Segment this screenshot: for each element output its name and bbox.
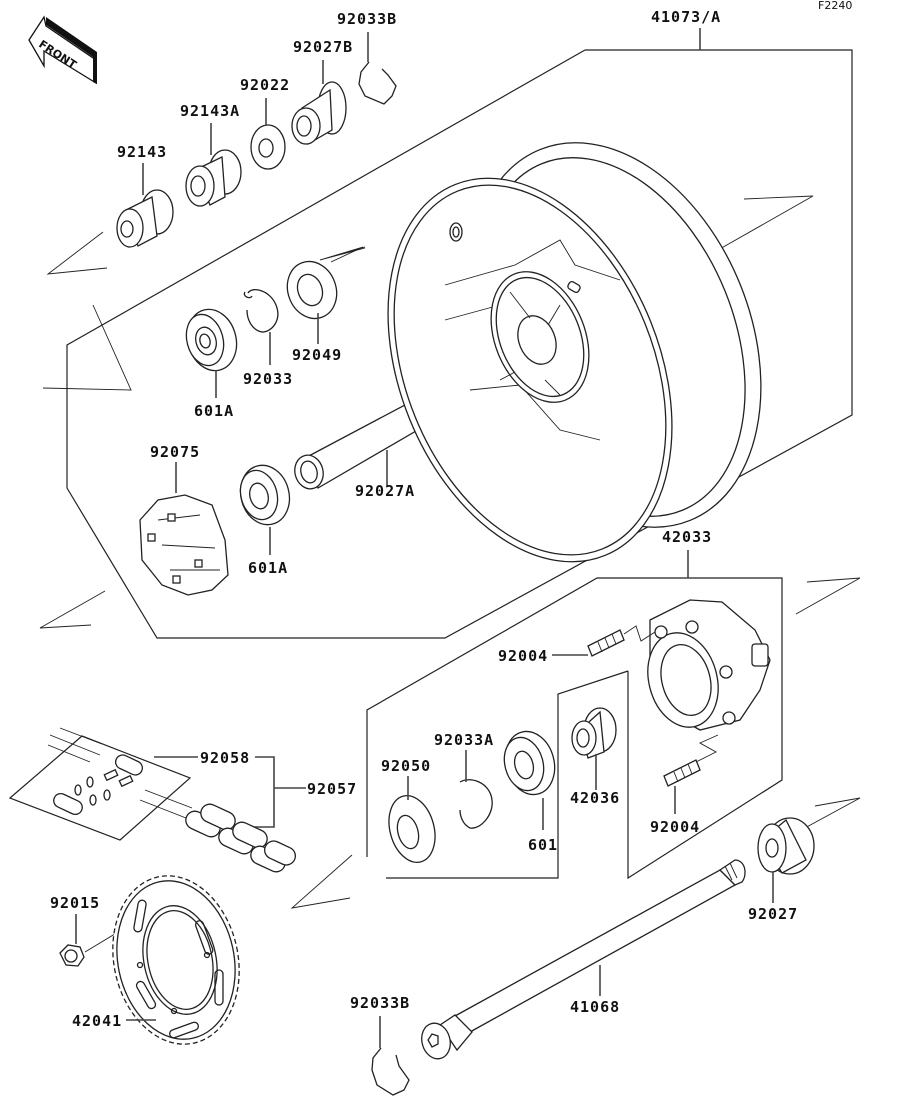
collar-92143[interactable] [116,189,174,248]
label-92027b[interactable]: 92027B [293,38,353,56]
axis-guides [39,195,861,909]
bearing-601a-bottom[interactable] [234,460,296,530]
label-92057[interactable]: 92057 [307,780,357,798]
label-601a-top[interactable]: 601A [194,402,234,420]
label-92075[interactable]: 92075 [150,443,200,461]
label-92050[interactable]: 92050 [381,757,431,775]
label-42033[interactable]: 42033 [662,528,712,546]
diagram-code: F2240 [818,0,852,12]
label-42041[interactable]: 42041 [72,1012,122,1030]
coupling-42033[interactable] [638,599,771,735]
stud-92004-bottom[interactable] [663,734,719,787]
label-92143[interactable]: 92143 [117,143,167,161]
clip-92033b-top[interactable] [358,61,397,105]
label-92033[interactable]: 92033 [243,370,293,388]
label-92022[interactable]: 92022 [240,76,290,94]
label-92015[interactable]: 92015 [50,894,100,912]
oil-seal-92049[interactable] [280,255,345,326]
label-41073A[interactable]: 41073/A [651,8,721,26]
collar-92143a[interactable] [185,149,242,207]
collar-42036[interactable] [571,707,617,759]
circlip-92033[interactable] [243,289,279,333]
damper-92075[interactable] [139,494,229,596]
label-92049[interactable]: 92049 [292,346,342,364]
label-92027a[interactable]: 92027A [355,482,415,500]
wheel-group-outline [66,28,853,639]
front-arrow-icon: FRONT [28,15,97,85]
washer-92022[interactable] [250,124,286,170]
label-92033a[interactable]: 92033A [434,731,494,749]
chain-92057[interactable] [139,789,298,875]
bearing-601[interactable] [499,726,562,800]
circlip-92033a[interactable] [459,779,493,829]
label-92033b-bottom[interactable]: 92033B [350,994,410,1012]
bearing-601a-top[interactable] [181,304,243,376]
chain-joint-92058[interactable] [8,727,192,841]
label-601a-bottom[interactable]: 601A [248,559,288,577]
label-92033b-top[interactable]: 92033B [337,10,397,28]
sprocket-42041[interactable] [98,864,255,1056]
rear-wheel[interactable] [335,99,816,604]
label-41068[interactable]: 41068 [570,998,620,1016]
label-92027[interactable]: 92027 [748,905,798,923]
label-42036[interactable]: 42036 [570,789,620,807]
clip-92033b-bottom[interactable] [371,1047,410,1096]
collar-92027[interactable] [757,817,815,875]
stud-92004-top[interactable] [587,625,656,657]
label-601[interactable]: 601 [528,836,558,854]
label-92143a[interactable]: 92143A [180,102,240,120]
label-92004-bottom[interactable]: 92004 [650,818,700,836]
coupling-group-outline [366,550,783,880]
axle-41068[interactable] [418,859,746,1062]
oil-seal-92050[interactable] [382,790,442,867]
label-92058[interactable]: 92058 [200,749,250,767]
label-92004-top[interactable]: 92004 [498,647,548,665]
collar-92027b[interactable] [291,81,347,146]
